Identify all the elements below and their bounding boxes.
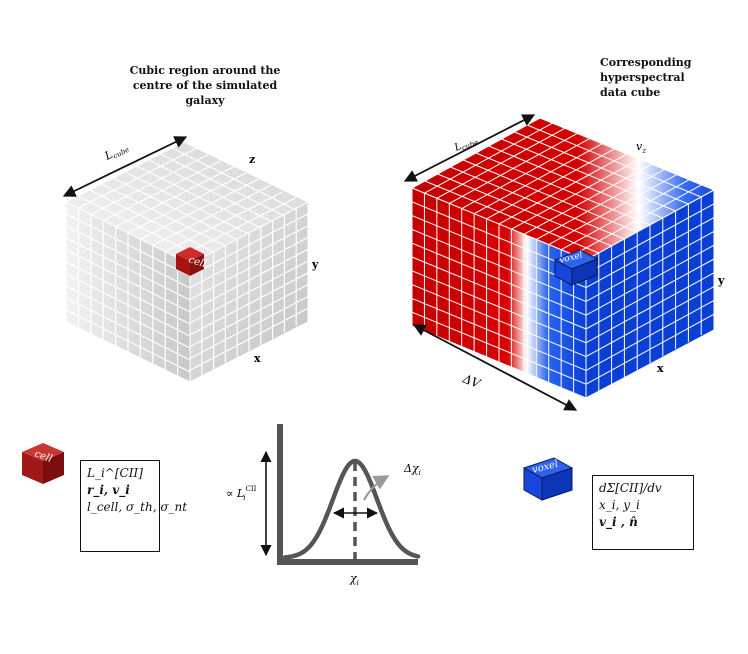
cell-icon: cell (22, 443, 64, 484)
voxel-prop-surface-brightness: dΣ[CII]/dv (599, 481, 662, 495)
grid-line (585, 286, 715, 358)
grid-line (127, 172, 247, 234)
sim-length-arrow (62, 136, 188, 197)
grid-line (585, 299, 715, 371)
grid-line (177, 197, 296, 259)
data-length-label: Lcube (452, 135, 479, 155)
grid-line (189, 284, 309, 348)
left-caption: Cubic region around the centre of the si… (110, 63, 300, 108)
grid-line (585, 272, 715, 344)
grid-line (189, 307, 309, 371)
grid-line (65, 237, 191, 301)
grid-line (189, 248, 309, 312)
data-voxel: voxel (553, 249, 599, 286)
left-caption-line-2: centre of the simulated (132, 79, 278, 92)
left-caption-line-1: Cubic region around the (129, 64, 281, 77)
grid-line (486, 148, 615, 220)
voxel-icon: voxel (522, 457, 574, 501)
cell-properties-box: L_i^[CII] r_i, v_i l_cell, σ_th, σ_nt (80, 460, 188, 552)
voxel-prop-velocity-direction: v_i , n̂ (599, 515, 638, 529)
grid-line (523, 163, 653, 235)
grid-line (189, 225, 309, 289)
delta-v-arrow (412, 324, 578, 411)
grid-line (65, 309, 191, 373)
grid-line (585, 258, 715, 330)
sim-length-label: Lcube (102, 140, 131, 164)
data-axis-y: y (717, 274, 725, 287)
grid-line (65, 297, 191, 361)
right-caption-line-3: data cube (600, 86, 661, 99)
grid-line (65, 213, 191, 277)
delta-v-label: ΔV (460, 371, 483, 391)
data-cube: voxel (410, 117, 716, 399)
cell-prop-position-velocity: r_i, v_i (87, 483, 130, 497)
left-caption-line-3: galaxy (185, 94, 225, 107)
sim-axis-x: x (254, 352, 261, 365)
data-axis-x: x (657, 362, 664, 375)
grid-line (65, 285, 191, 349)
profile-x-label: χi (349, 572, 359, 587)
grid-line (189, 213, 309, 277)
grid-line (152, 184, 272, 246)
grid-line (189, 260, 309, 324)
grid-line (536, 168, 665, 240)
grid-line (585, 313, 715, 385)
profile-width-label: Δχi (403, 462, 421, 477)
grid-line (189, 236, 309, 300)
data-axis-vz: vz (636, 140, 646, 155)
grid-line (585, 230, 715, 302)
grid-line (65, 273, 191, 337)
grid-line (585, 244, 715, 316)
profile-y-label: ∝ LiCII (226, 485, 257, 502)
right-caption-line-1: Corresponding (600, 56, 692, 69)
voxel-properties-box: dΣ[CII]/dv x_i, y_i v_i , n̂ (592, 475, 694, 550)
sim-cell-label: cell (187, 254, 207, 270)
grid-line (65, 249, 191, 313)
grid-line (189, 272, 309, 336)
width-pointer-arrow (363, 475, 390, 501)
right-caption: Corresponding hyperspectral data cube (600, 55, 720, 100)
grid-line (65, 261, 191, 325)
grid-line (585, 203, 715, 275)
grid-line (498, 153, 628, 225)
grid-line (411, 256, 587, 330)
grid-line (560, 179, 690, 251)
sim-axis-y: y (311, 258, 319, 271)
grid-line (548, 174, 677, 246)
grid-line (585, 217, 715, 289)
grid-line (411, 228, 587, 302)
right-caption-line-2: hyperspectral (600, 71, 685, 84)
cell-prop-size-dispersion: l_cell, σ_th, σ_nt (87, 500, 188, 514)
line-profile-plot: ∝ LiCII χi Δχi (226, 424, 421, 587)
gaussian-profile (282, 458, 421, 560)
grid-line (140, 178, 259, 240)
grid-line (473, 143, 603, 215)
sim-axis-z: z (249, 153, 255, 166)
cell-prop-luminosity: L_i^[CII] (87, 466, 143, 480)
grid-line (65, 225, 191, 289)
voxel-prop-position: x_i, y_i (599, 498, 640, 512)
sim-cell: cell (176, 247, 208, 276)
grid-line (511, 158, 640, 230)
grid-line (411, 242, 587, 316)
grid-line (164, 191, 284, 253)
data-length-arrow (403, 114, 536, 182)
grid-line (189, 295, 309, 359)
grid-line (115, 166, 234, 228)
grid-line (573, 184, 702, 256)
